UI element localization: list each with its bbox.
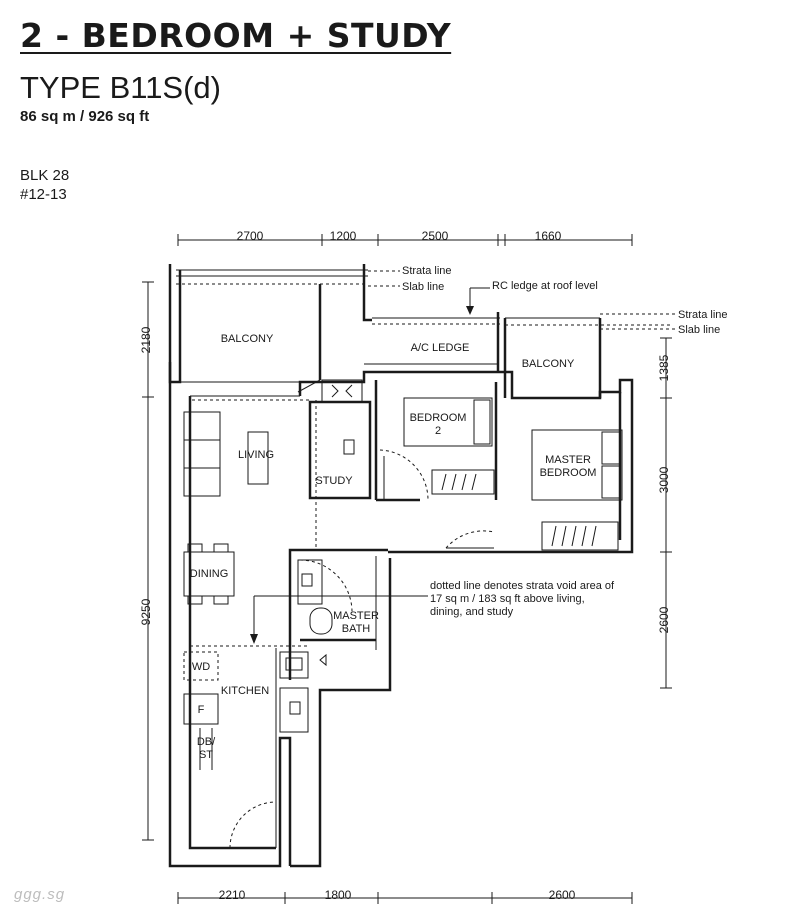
void-dotted-lines <box>190 399 317 647</box>
void-note-leader <box>250 595 428 644</box>
void-note-line-1: dotted line denotes strata void area of <box>430 580 615 592</box>
rc-ledge-label: RC ledge at roof level <box>492 280 598 292</box>
master-bedroom-label-1: MASTER <box>545 454 591 466</box>
master-bath-label-1: MASTER <box>333 610 379 622</box>
master-bath <box>288 548 388 680</box>
dim-bottom-3: 2600 <box>549 888 576 902</box>
dim-right-2: 3000 <box>657 466 671 493</box>
dining-label: DINING <box>190 568 229 580</box>
kitchen-counter <box>183 648 309 849</box>
fridge-label: F <box>198 704 205 716</box>
dining-table <box>183 543 235 605</box>
left-dimension-line <box>142 281 154 841</box>
block-info: BLK 28 #12-13 <box>20 166 69 204</box>
kitchen-label: KITCHEN <box>221 685 269 697</box>
slab-line-label-right: Slab line <box>678 324 720 336</box>
ac-ledge <box>364 312 500 372</box>
dim-left-1: 2180 <box>139 326 153 353</box>
bedroom-2 <box>374 380 498 502</box>
dim-top-4: 1660 <box>535 229 562 243</box>
bedroom2-label-1: BEDROOM <box>410 412 467 424</box>
master-bath-label-2: BATH <box>342 623 371 635</box>
washer-dryer-label: WD <box>192 661 210 673</box>
study-room <box>308 379 372 500</box>
slab-line-label-top: Slab line <box>402 281 444 293</box>
bottom-dimension-line <box>177 892 633 904</box>
dim-right-3: 2600 <box>657 606 671 633</box>
rc-ledge-arrowhead <box>466 306 474 315</box>
dim-top-2: 1200 <box>330 229 357 243</box>
right-balcony <box>503 313 676 398</box>
unit-number: #12-13 <box>20 186 67 203</box>
db-store-label-1: DB/ <box>197 736 216 748</box>
master-bedroom-label-2: BEDROOM <box>540 467 597 479</box>
dim-top-1: 2700 <box>237 229 264 243</box>
header: 2 - BEDROOM + STUDY TYPE B11S(d) 86 sq m… <box>20 14 451 126</box>
db-store-label-2: ST <box>199 749 213 761</box>
dim-top-3: 2500 <box>422 229 449 243</box>
living-sofa <box>183 411 269 497</box>
study-label: STUDY <box>315 475 353 487</box>
dim-right-1: 1385 <box>657 354 671 381</box>
left-balcony-label: BALCONY <box>221 333 274 345</box>
left-balcony <box>168 264 372 393</box>
block-number: BLK 28 <box>20 167 70 184</box>
dim-left-2: 9250 <box>139 598 153 625</box>
watermark: ggg.sg <box>14 886 66 903</box>
strata-line-label-top: Strata line <box>402 265 452 277</box>
bedroom2-label-2: 2 <box>435 425 441 437</box>
ac-ledge-label: A/C LEDGE <box>411 342 470 354</box>
dim-bottom-1: 2210 <box>219 888 246 902</box>
right-dimension-line <box>660 337 672 689</box>
strata-leader-top <box>368 270 400 287</box>
right-balcony-label: BALCONY <box>522 358 575 370</box>
unit-area: 86 sq m / 926 sq ft <box>20 108 150 125</box>
void-note-line-2: 17 sq m / 183 sq ft above living, <box>430 593 585 605</box>
master-bedroom <box>445 429 623 551</box>
void-note-line-3: dining, and study <box>430 606 514 618</box>
page-title: 2 - BEDROOM + STUDY <box>20 16 452 55</box>
living-label: LIVING <box>238 449 274 461</box>
top-dimension-line <box>177 234 633 246</box>
strata-line-label-right: Strata line <box>678 309 728 321</box>
outer-walls <box>168 362 634 868</box>
unit-type: TYPE B11S(d) <box>20 70 222 105</box>
dim-bottom-2: 1800 <box>325 888 352 902</box>
